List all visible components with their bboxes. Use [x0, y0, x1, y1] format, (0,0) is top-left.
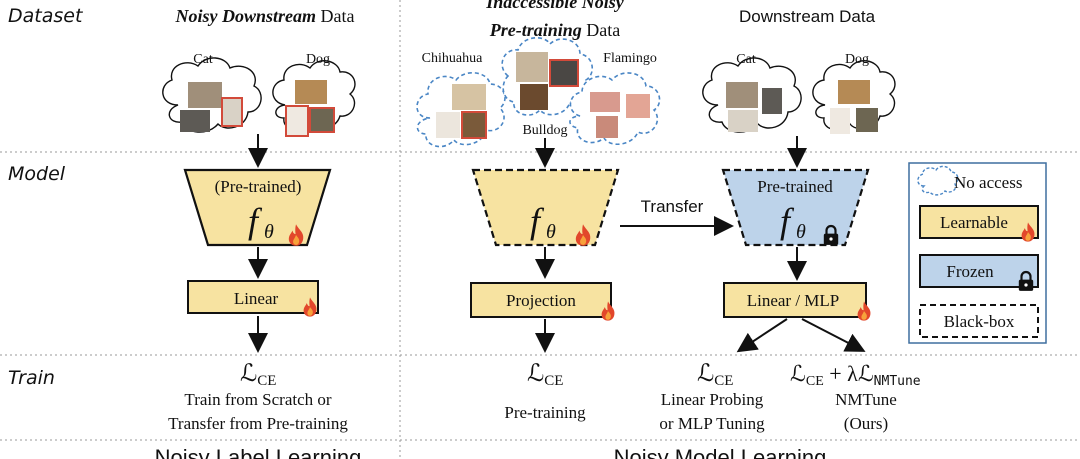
row-label-train: Train [8, 367, 55, 389]
left-section-label: Noisy Label Learning [155, 445, 362, 459]
right-cloud-label-dog: Dog [845, 52, 869, 67]
right-dataset-title: Downstream Data [739, 7, 876, 26]
right-model-label: Pre-trained [757, 177, 833, 196]
middle-desc: Pre-training [504, 403, 586, 422]
left-model-label: (Pre-trained) [215, 177, 302, 196]
dog-images [830, 80, 878, 134]
transfer-label: Transfer [641, 197, 704, 216]
cloud-label-bulldog: Bulldog [522, 123, 567, 138]
legend-no-access: No access [954, 173, 1022, 192]
middle-column: Inaccessible Noisy Pre-training Data Chi… [416, 0, 734, 422]
pretraining-images [436, 52, 650, 139]
right-desc1-line2: or MLP Tuning [659, 414, 765, 433]
legend-learnable: Learnable [940, 213, 1008, 232]
left-cloud-label-dog: Dog [306, 52, 330, 67]
right-cloud-label-cat: Cat [736, 52, 756, 67]
middle-model-block [471, 168, 620, 247]
left-model-block [183, 168, 332, 247]
cat-images [180, 82, 243, 132]
left-desc-line2: Transfer from Pre-training [168, 414, 348, 433]
left-cloud-label-cat: Cat [193, 52, 213, 67]
dog-images [285, 80, 335, 137]
left-dataset-title: Noisy Downstream Data [175, 6, 355, 26]
left-head-label: Linear [234, 289, 279, 308]
right-desc2-line2: (Ours) [844, 414, 888, 433]
legend-frozen: Frozen [946, 262, 994, 281]
right-loss-2: ℒCE + λℒNMTune [790, 361, 921, 389]
row-label-model: Model [8, 163, 66, 185]
legend-frozen-swatch [919, 254, 1039, 288]
legend-blackbox-swatch [919, 304, 1039, 338]
middle-head-label: Projection [506, 291, 576, 310]
right-column: Downstream Data Cat Dog Pre-trained f θ … [614, 7, 921, 459]
left-desc-line1: Train from Scratch or [184, 390, 331, 409]
middle-title-line1: Inaccessible Noisy [485, 0, 624, 12]
right-desc1-line1: Linear Probing [661, 390, 764, 409]
right-section-label: Noisy Model Learning [614, 445, 827, 459]
legend: No access Learnable Frozen Black-box [908, 162, 1047, 344]
right-head-label: Linear / MLP [747, 291, 840, 310]
middle-title-line2: Pre-training Data [489, 20, 621, 40]
right-linear-mlp-head [723, 282, 867, 318]
legend-black-box: Black-box [944, 312, 1015, 331]
left-theta: θ [264, 221, 274, 243]
cloud-icon [917, 165, 959, 196]
legend-learnable-swatch [919, 205, 1039, 239]
right-desc2-line1: NMTune [835, 390, 897, 409]
left-loss: ℒCE [240, 361, 276, 389]
middle-loss: ℒCE [527, 361, 563, 389]
cloud-label-chihuahua: Chihuahua [422, 51, 483, 66]
left-linear-head [187, 280, 319, 314]
right-theta: θ [796, 221, 806, 243]
row-label-dataset: Dataset [8, 5, 84, 27]
cat-images [726, 82, 782, 132]
middle-projection-head [470, 282, 612, 318]
left-column: Noisy Downstream Data Cat Dog (Pre-train… [155, 6, 362, 459]
cloud-label-flamingo: Flamingo [603, 51, 657, 66]
right-loss-1: ℒCE [697, 361, 733, 389]
middle-theta: θ [546, 221, 556, 243]
